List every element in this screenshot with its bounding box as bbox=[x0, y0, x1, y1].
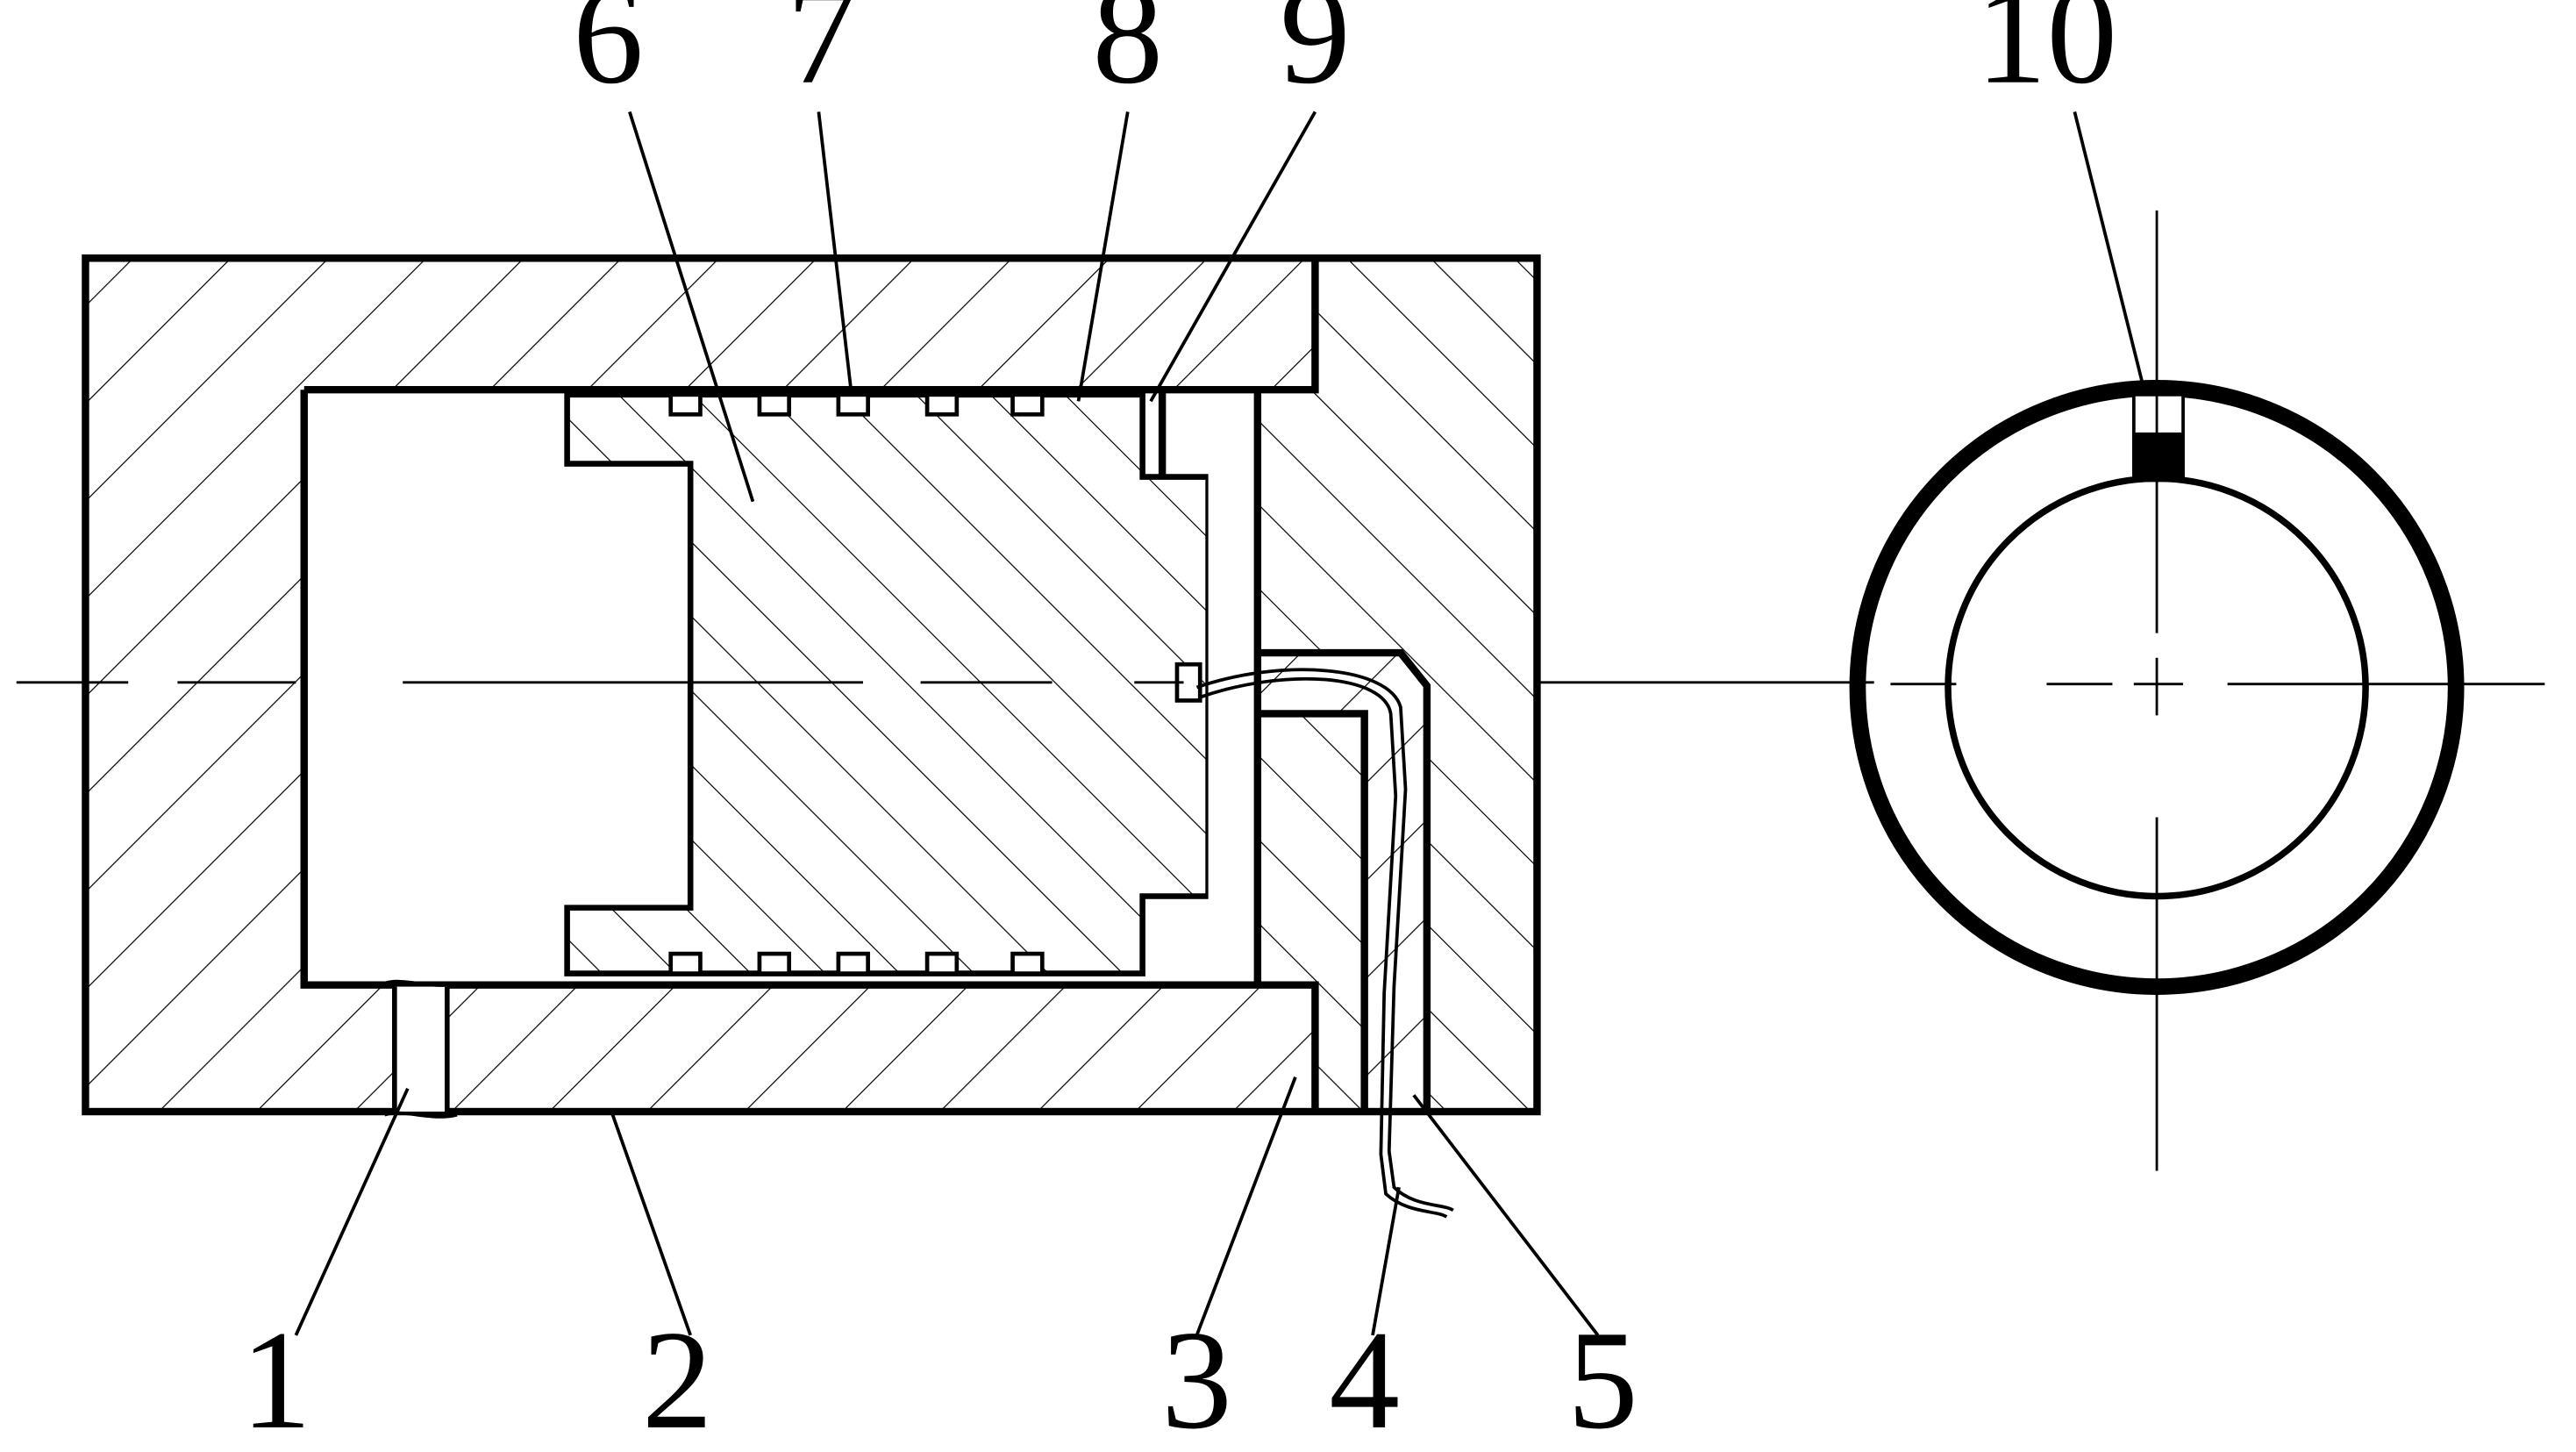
label-9: 9 bbox=[1280, 0, 1351, 113]
end-cap bbox=[1257, 258, 1538, 1112]
label-3: 3 bbox=[1161, 1301, 1232, 1452]
end-view bbox=[1849, 210, 2545, 1171]
wire-channel bbox=[1174, 648, 1454, 1219]
label-5: 5 bbox=[1567, 1301, 1638, 1452]
label-8: 8 bbox=[1092, 0, 1163, 113]
fluid-port bbox=[383, 979, 458, 1119]
leader-lines bbox=[294, 111, 2147, 1337]
label-4: 4 bbox=[1329, 1301, 1400, 1452]
label-10: 10 bbox=[1976, 0, 2117, 113]
piston bbox=[564, 391, 1211, 976]
label-1: 1 bbox=[241, 1301, 312, 1452]
housing-outline bbox=[82, 254, 1541, 1116]
seal-grooves bbox=[668, 392, 1045, 976]
label-7: 7 bbox=[787, 0, 858, 113]
label-6: 6 bbox=[573, 0, 644, 113]
label-2: 2 bbox=[642, 1301, 713, 1452]
part-labels: 6 7 8 9 10 1 2 3 4 5 bbox=[241, 0, 2117, 1452]
